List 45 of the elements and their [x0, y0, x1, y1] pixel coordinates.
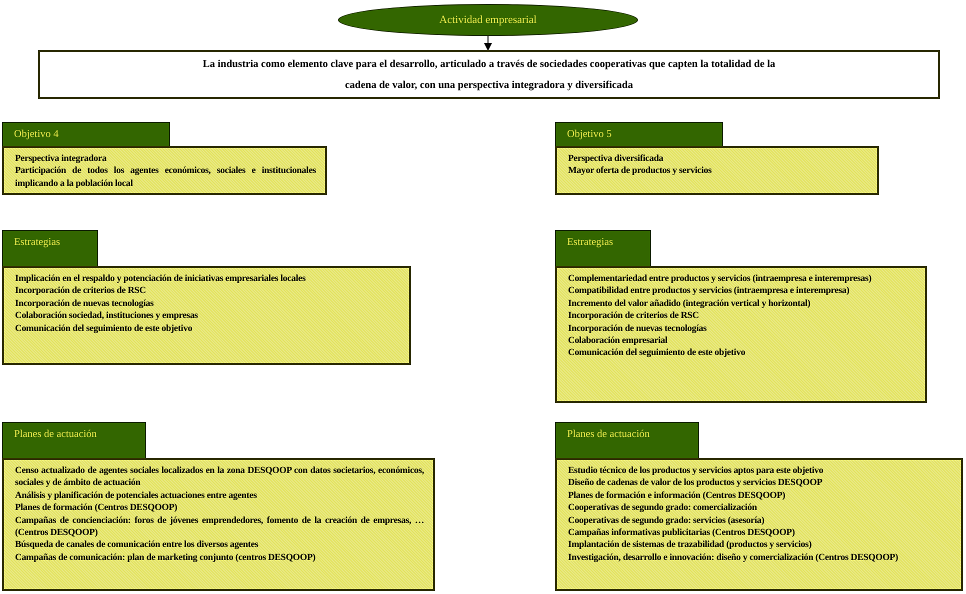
list-box	[555, 146, 879, 195]
list-item: Colaboración empresarial	[568, 335, 668, 348]
activity-ellipse: Actividad empresarial	[338, 4, 638, 36]
list-item: Planes de formación (Centros DESQOOP)	[15, 502, 178, 515]
list-item: Estudio técnico de los productos y servicios aptos para este objetivo	[568, 465, 824, 478]
list-item: Implicación en el respaldo y potenciación de iniciativas empresariales locales	[15, 273, 307, 286]
list-item: Cooperativas de segundo grado: comercialización	[568, 502, 758, 515]
list-item: Colaboración sociedad, instituciones y empresas	[15, 310, 199, 323]
list-item: Implantación de sistemas de trazabilidad (productos y servicios)	[568, 539, 813, 552]
list-item: Investigación, desarrollo e innovación: diseño y comercialización (Centros DESQOOP)	[568, 552, 899, 564]
list-box	[2, 266, 411, 365]
list-item: Incorporación de nuevas tecnologías	[15, 298, 155, 310]
list-item: Mayor oferta de productos y servicios	[568, 165, 713, 178]
list-box	[555, 266, 927, 403]
list-item: Incorporación de criterios de RSC	[568, 310, 700, 323]
list-box	[555, 458, 963, 591]
list-item: Campañas de concienciación: foros de jóvenes emprendedores, fomento de la creación de empresas, … (Centros DESQOOP)	[15, 514, 424, 540]
list-item: Búsqueda de canales de comunicación entre los diversos agentes	[15, 539, 260, 552]
list-item: Incorporación de nuevas tecnologías	[568, 322, 708, 336]
list-box	[2, 458, 435, 591]
list-item: Comunicación del seguimiento de este objetivo	[15, 322, 194, 336]
list-item: Análisis y planificación de potenciales actuaciones entre agentes	[15, 490, 258, 502]
section-tab: Estrategias	[2, 230, 98, 267]
list-item: Complementariedad entre productos y servicios (intraempresa e interempresas)	[568, 273, 872, 286]
section-tab: Planes de actuación	[2, 422, 146, 459]
arrow	[484, 36, 492, 51]
list-item: Campañas informativas publicitarias (Centros DESQOOP)	[568, 527, 796, 540]
section-tab: Planes de actuación	[555, 422, 699, 459]
list-item: Comunicación del seguimiento de este objetivo	[568, 347, 746, 360]
list-item: Participación de todos los agentes económicos, sociales e institucionales implicando a la población local	[15, 165, 316, 190]
list-item: Cooperativas de segundo grado: servicios (asesoría)	[568, 514, 766, 528]
list-item: Compatibilidad entre productos y servicios (intraempresa e interempresa)	[568, 285, 850, 298]
list-box	[2, 146, 327, 195]
list-item: Censo actualizado de agentes sociales localizados en la zona DESQOOP con datos societarios, económicos, sociales y de ámbito de actuación	[15, 465, 424, 490]
list-item: Planes de formación e información (Centros DESQOOP)	[568, 490, 786, 502]
list-item: Perspectiva integradora	[15, 153, 108, 166]
list-item: Campañas de comunicación: plan de marketing conjunto (centros DESQOOP)	[15, 552, 316, 564]
list-item: Incorporación de criterios de RSC	[15, 285, 147, 298]
list-item: Incremento del valor añadido (integración vertical y horizontal)	[568, 298, 812, 310]
list-item: Perspectiva diversificada	[568, 153, 664, 166]
goal-box: La industria como elemento clave para el desarrollo, articulado a través de sociedades cooperativas que capten la totalidad de la cadena de valor, con una perspectiva integradora y diversificada	[38, 50, 940, 99]
list-item: Diseño de cadenas de valor de los productos y servicios DESQOOP	[568, 477, 824, 490]
section-tab: Objetivo 4	[2, 122, 170, 147]
section-tab: Objetivo 5	[555, 122, 723, 147]
section-tab: Estrategias	[555, 230, 651, 267]
